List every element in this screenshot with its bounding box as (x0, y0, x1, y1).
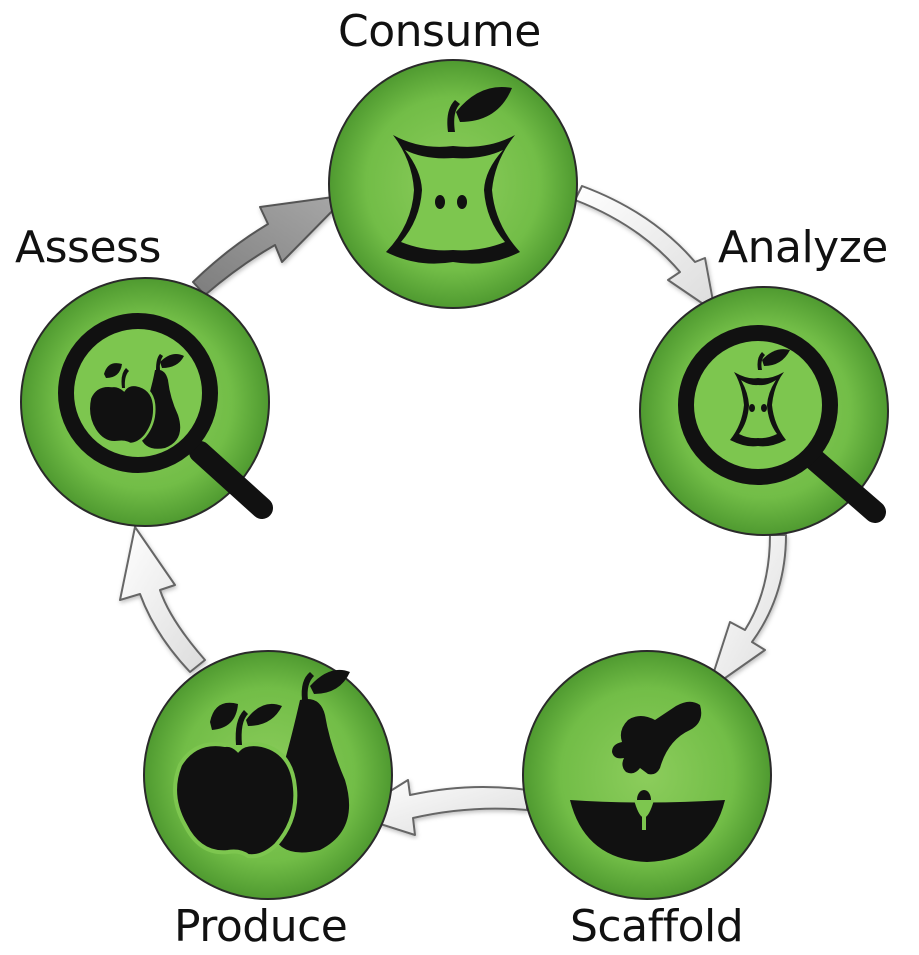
node-assess (20, 277, 273, 527)
node-produce (143, 650, 393, 900)
arrow-consume-to-analyze (574, 185, 716, 313)
node-consume (328, 59, 578, 309)
apple-core-icon (386, 87, 520, 264)
magnifier-apple-core-icon (678, 325, 886, 523)
node-analyze (639, 286, 889, 536)
stage-label-assess: Assess (15, 222, 161, 273)
arrow-scaffold-to-produce (351, 779, 528, 836)
hand-planting-seed-icon (570, 701, 725, 862)
node-scaffold (522, 650, 772, 900)
stage-label-consume: Consume (338, 6, 541, 57)
arrow-assess-to-consume (192, 194, 349, 296)
apple-pear-icon (173, 669, 350, 859)
stage-label-scaffold: Scaffold (570, 901, 744, 952)
stage-label-analyze: Analyze (718, 222, 888, 273)
stage-label-produce: Produce (174, 901, 348, 952)
magnifier-apple-pear-icon (58, 313, 273, 519)
arrow-analyze-to-scaffold (707, 534, 787, 691)
arrow-produce-to-assess (119, 526, 206, 673)
